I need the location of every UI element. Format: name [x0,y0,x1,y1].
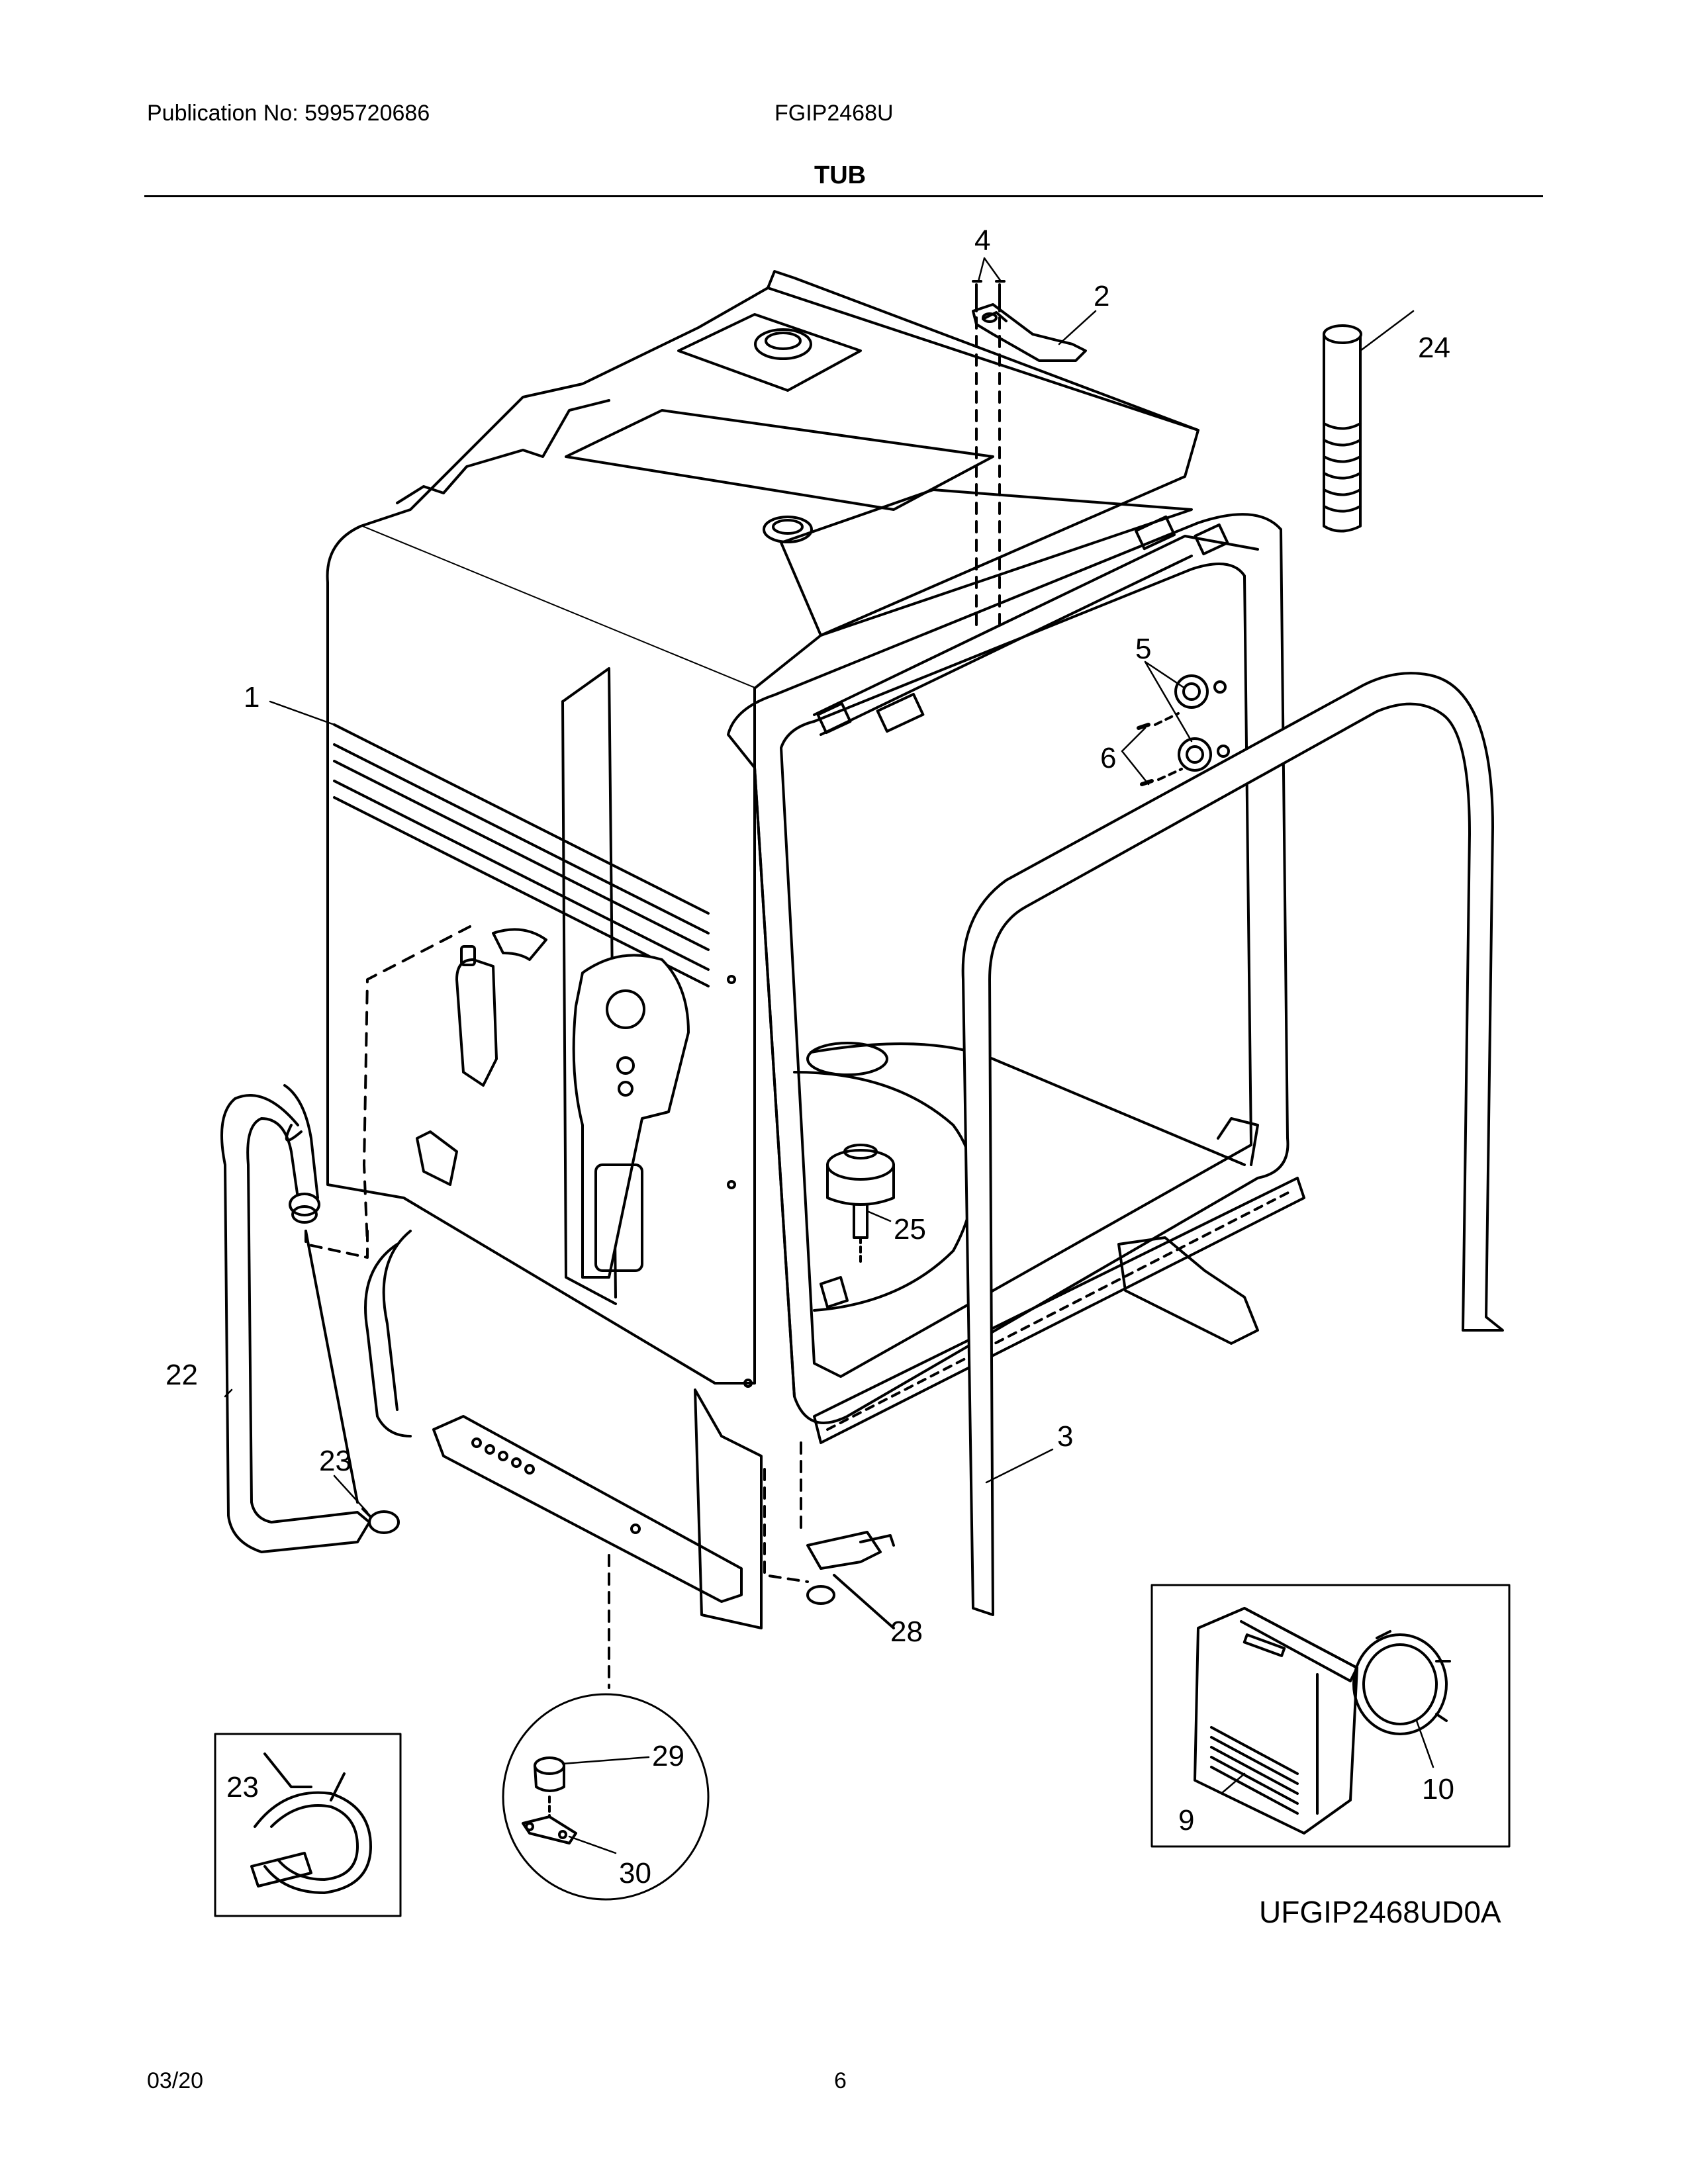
control-module [1194,1607,1358,1835]
module-inset-frame [1150,1584,1511,1848]
callout-25: 25 [894,1213,926,1246]
tub-body [326,270,1305,1629]
callout-6: 6 [1100,742,1116,774]
grommets [1137,674,1230,786]
terminal-inset-frame [502,1693,710,1901]
callout-30: 30 [619,1857,651,1889]
page-number: 6 [834,2068,847,2093]
callout-29: 29 [652,1740,684,1772]
callout-1: 1 [244,681,259,713]
publication-number: Publication No: 5995720686 [147,101,430,126]
section-title: TUB [814,161,867,189]
callout-labels: 1 2 3 4 5 6 9 10 22 23 23 24 25 28 29 30 [165,224,1454,1889]
door-switch [806,1531,895,1605]
hose-extension [1323,324,1362,533]
mounting-ring [1352,1630,1451,1735]
header-rule [144,195,1543,197]
callout-2: 2 [1094,280,1109,312]
callout-23: 23 [319,1445,352,1477]
clamp-detail [250,1752,372,1894]
footer-date: 03/20 [147,2068,204,2093]
callout-5: 5 [1135,633,1151,665]
callout-4: 4 [974,224,990,257]
callout-24: 24 [1418,332,1450,364]
diagram-code: UFGIP2468UD0A [1259,1895,1501,1929]
model-number: FGIP2468U [774,101,894,126]
float-switch [820,1144,895,1308]
top-bracket [972,303,1087,362]
callout-3: 3 [1057,1420,1073,1453]
leader-lines [224,257,1434,1854]
fill-hose [220,1084,371,1553]
callout-22: 22 [165,1359,198,1391]
callout-10: 10 [1422,1773,1454,1805]
terminal-detail [522,1756,577,1844]
clamp-inset-frame [214,1733,402,1917]
hose-clamp [289,1193,400,1534]
callout-23-inset: 23 [226,1771,259,1803]
door-gasket [961,672,1504,1616]
callout-9: 9 [1178,1804,1194,1837]
callout-28: 28 [890,1615,923,1648]
